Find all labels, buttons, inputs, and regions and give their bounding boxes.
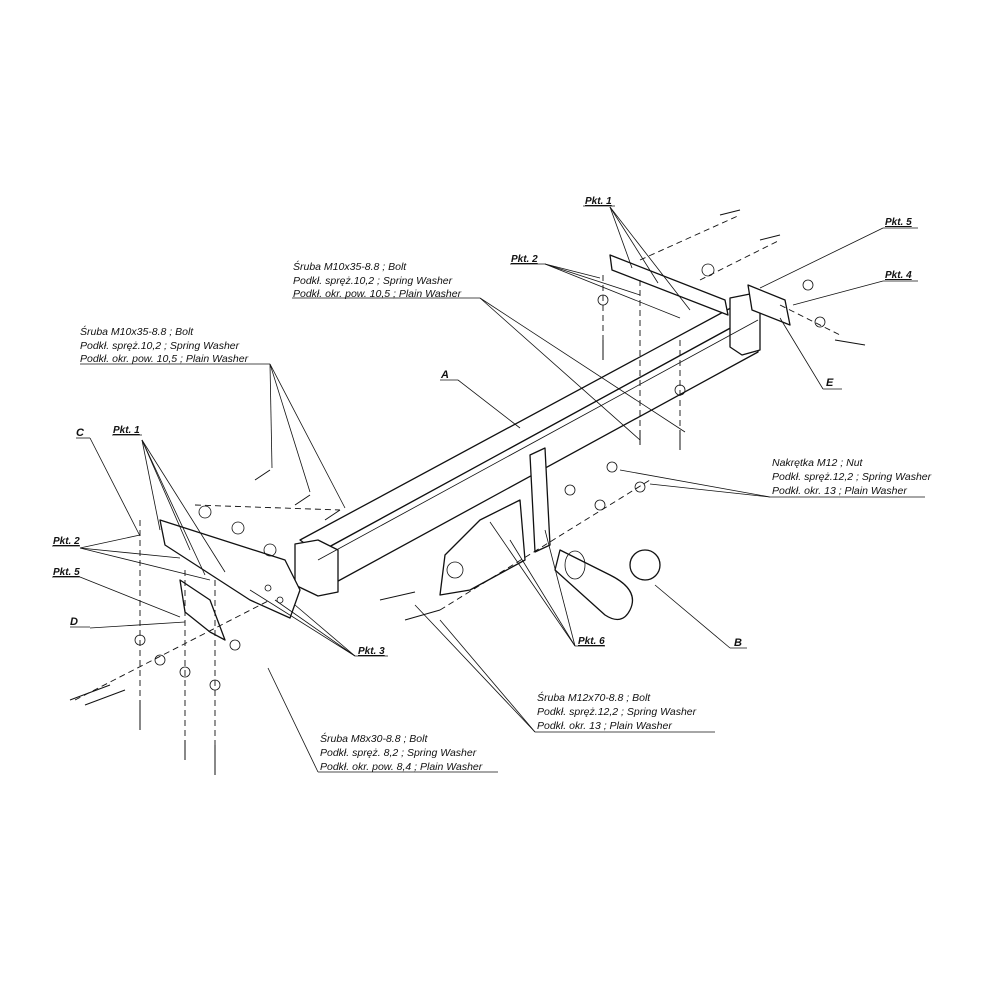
label-ref-a: A <box>440 369 449 381</box>
label-bolt-m8-3: Podkł. okr. pow. 8,4 ; Plain Washer <box>320 761 483 773</box>
bolts-right <box>379 209 866 621</box>
tow-ball-b <box>554 549 661 621</box>
label-pkt1-right: Pkt. 1 <box>585 196 612 207</box>
label-bolt-m10-left-3: Podkł. okr. pow. 10,5 ; Plain Washer <box>80 353 249 365</box>
ball-mount-bracket <box>439 447 551 596</box>
label-nut-m12-1: Nakrętka M12 ; Nut <box>772 457 864 469</box>
leader-lines <box>52 205 925 773</box>
label-bolt-m12-1: Śruba M12x70-8.8 ; Bolt <box>537 691 651 704</box>
label-pkt2-right: Pkt. 2 <box>511 254 538 265</box>
label-pkt1-left: Pkt. 1 <box>113 425 140 436</box>
label-bolt-m10-right-2: Podkł. spręż.10,2 ; Spring Washer <box>293 275 453 287</box>
label-pkt5-left: Pkt. 5 <box>53 567 80 578</box>
label-bolt-m8-2: Podkł. spręż. 8,2 ; Spring Washer <box>320 747 477 759</box>
label-nut-m12-3: Podkł. okr. 13 ; Plain Washer <box>772 485 907 497</box>
assembly-axes <box>74 214 841 745</box>
label-bolt-m12-3: Podkł. okr. 13 ; Plain Washer <box>537 720 672 732</box>
right-bracket <box>609 254 791 326</box>
label-ref-d: D <box>70 616 78 628</box>
text-labels: Pkt. 1 Pkt. 2 Pkt. 5 Pkt. 4 E Śruba M10x… <box>53 196 932 773</box>
bolts-left <box>69 469 341 775</box>
label-bolt-m10-left-1: Śruba M10x35-8.8 ; Bolt <box>80 325 194 338</box>
label-pkt6: Pkt. 6 <box>578 636 605 647</box>
left-bracket <box>159 519 301 641</box>
label-ref-c: C <box>76 427 85 439</box>
label-ref-e: E <box>826 377 834 389</box>
label-pkt3: Pkt. 3 <box>358 646 385 657</box>
label-pkt2-left: Pkt. 2 <box>53 536 80 547</box>
label-nut-m12-2: Podkł. spręż.12,2 ; Spring Washer <box>772 471 932 483</box>
label-bolt-m12-2: Podkł. spręż.12,2 ; Spring Washer <box>537 706 697 718</box>
label-bolt-m10-left-2: Podkł. spręż.10,2 ; Spring Washer <box>80 340 240 352</box>
label-bolt-m10-right-3: Podkł. okr. pow. 10,5 ; Plain Washer <box>293 288 462 300</box>
label-ref-b: B <box>734 637 742 649</box>
main-beam-a <box>294 293 761 597</box>
label-pkt5-right: Pkt. 5 <box>885 217 912 228</box>
label-bolt-m10-right-1: Śruba M10x35-8.8 ; Bolt <box>293 260 407 273</box>
label-pkt4: Pkt. 4 <box>885 270 912 281</box>
label-bolt-m8-1: Śruba M8x30-8.8 ; Bolt <box>320 732 428 745</box>
